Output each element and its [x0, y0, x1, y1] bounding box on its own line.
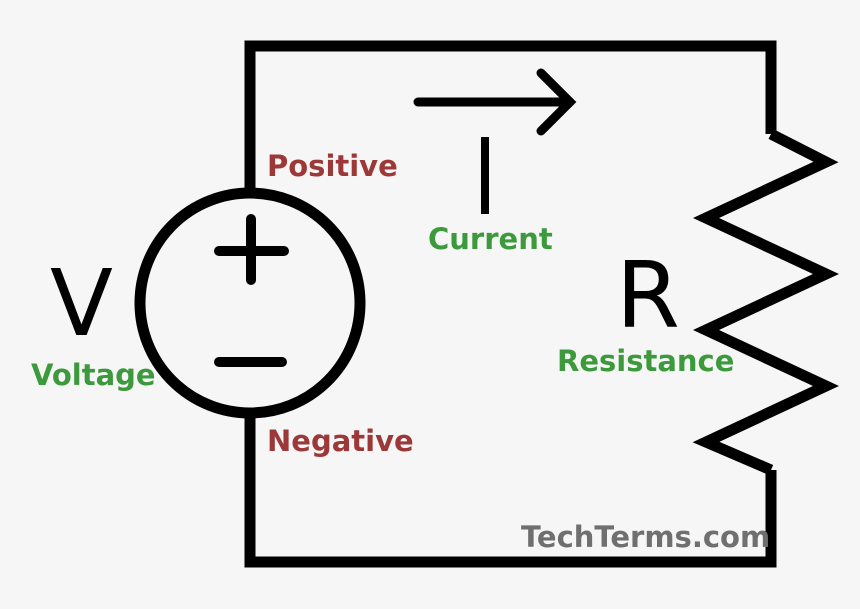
current-caption: Current: [428, 222, 553, 256]
resistance-symbol: R: [616, 242, 680, 349]
voltage-source-circle: [134, 187, 366, 419]
current-arrow-icon: [413, 68, 577, 136]
voltage-symbol: V: [50, 250, 113, 357]
voltage-caption: Voltage: [31, 358, 156, 392]
resistance-caption: Resistance: [557, 344, 735, 378]
resistor-zigzag: [692, 129, 840, 476]
positive-terminal-label: Positive: [267, 149, 398, 183]
circuit-wire: [244, 40, 777, 568]
watermark-text: TechTerms.com: [521, 520, 771, 554]
plus-icon: [214, 214, 289, 285]
negative-terminal-label: Negative: [267, 424, 414, 458]
current-symbol-bar: [481, 137, 489, 214]
